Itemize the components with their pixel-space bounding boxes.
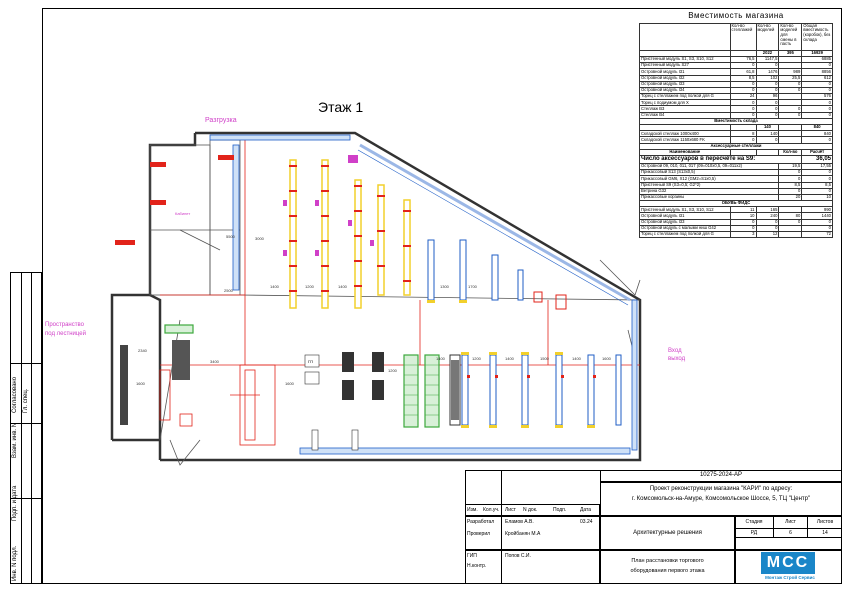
- title-block: 10275-2024-АР Проект реконструкции магаз…: [465, 470, 842, 584]
- label-unloading: Разгрузка: [205, 117, 237, 124]
- cap-cell: 12: [755, 231, 780, 239]
- dim-label: 1200: [472, 356, 482, 361]
- dim-label: 1600: [136, 381, 146, 386]
- col-ndok: N док.: [523, 507, 538, 513]
- col-data: Дата: [580, 507, 592, 513]
- name-gip: Попов С.И.: [505, 553, 531, 559]
- dim-label: 2340: [138, 348, 148, 353]
- sheets-header: Листов: [816, 519, 834, 525]
- dark-displays: [120, 340, 461, 426]
- date-developer: 03.24: [580, 519, 593, 525]
- approval-strip: Согласовано Гл. спец. Взам. инв. N Подп.…: [10, 272, 42, 584]
- role-normcontrol: Н.контр.: [467, 563, 487, 569]
- cap-head-3: Кол-во моделей для смены в пасть: [778, 22, 803, 51]
- cash-desk-area: [159, 364, 276, 446]
- island-racks-left: [283, 155, 411, 309]
- dim-label: 1500: [540, 356, 550, 361]
- dim-label: 1600: [285, 381, 295, 386]
- col-list: Лист: [505, 507, 516, 513]
- dim-label: 1200: [305, 284, 315, 289]
- capacity-title: Вместимость магазина: [688, 11, 784, 20]
- label-gp: ГП: [308, 359, 313, 364]
- green-rack-lines: [404, 364, 439, 416]
- dim-label: 3400: [210, 359, 220, 364]
- col-podp: Подп.: [553, 507, 567, 513]
- dim-label: 1400: [572, 356, 582, 361]
- acc-summary-value: 36,05: [801, 154, 833, 164]
- dim-label: 1200: [388, 368, 398, 373]
- drawing-frame: [42, 8, 842, 584]
- cap-cell: Торец с стеллажем под полкой для G: [639, 231, 731, 239]
- dim-label: 1700: [468, 284, 478, 289]
- dim-label: 1400: [270, 284, 280, 289]
- dimension-labels: 5500 2500 1400 1200 1400 3400 2340 1600 …: [136, 234, 612, 386]
- label-entrance: Вход: [668, 348, 682, 354]
- capacity-table: Вместимость магазина Кол-во стеллажей Ко…: [638, 11, 833, 239]
- sheets-value: 14: [822, 530, 828, 536]
- acc-summary-label: Число аксессуаров в пересчёте на S9:: [638, 154, 803, 164]
- doc-code: 10275-2024-АР: [699, 472, 743, 478]
- wall-shelves: [209, 134, 638, 455]
- stage-header: Стадия: [745, 519, 763, 525]
- role-developer: Разработал: [467, 519, 495, 525]
- company-logo: МСС: [761, 552, 815, 574]
- col-izm: Изм.: [467, 507, 478, 513]
- green-racks: [164, 324, 440, 428]
- cap-cell: Расчёт: [801, 148, 833, 156]
- red-legend-boxes: [115, 155, 234, 245]
- small-units: [304, 354, 359, 451]
- name-checker: Кройбанян М.А: [505, 531, 541, 537]
- cap-head-1: Кол-во стеллажей: [729, 22, 757, 51]
- cap-cell: [778, 231, 803, 239]
- role-checker: Проверил: [467, 531, 491, 537]
- dim-label: 1300: [440, 284, 450, 289]
- col-kol: Кол.уч.: [483, 507, 500, 513]
- company-name: Монтаж Строй Сервис: [765, 575, 815, 580]
- cap-head-2: Кол-во моделей: [755, 22, 780, 51]
- label-office: Кабинет: [175, 211, 190, 216]
- red-dim-lines: [160, 140, 640, 396]
- cap-cell: 3: [729, 231, 757, 239]
- sheet-value: 6: [789, 530, 792, 536]
- label-exit: выход: [668, 356, 686, 362]
- label-space: Пространство: [45, 322, 85, 328]
- dim-label: 1400: [338, 284, 348, 289]
- cap-head-4: Общая вместимость (коробок), без склада: [801, 22, 833, 51]
- dim-label: 1400: [436, 356, 446, 361]
- dim-label: 1600: [602, 356, 612, 361]
- section-name: Архитектурные решения: [633, 530, 702, 536]
- role-gip: ГИП: [467, 553, 477, 559]
- sheet-title-2: оборудования первого этажа: [630, 568, 705, 574]
- project-title: Проект реконструкции магазина "КАРИ" по …: [649, 486, 793, 492]
- floor-title: Этаж 1: [318, 99, 363, 115]
- sheet-header: Лист: [785, 519, 796, 525]
- label-under-stairs: под лестницей: [45, 330, 86, 337]
- diagonal-shelves: [357, 143, 631, 306]
- cap-cell: 72: [801, 231, 833, 239]
- project-address: г. Комсомольск-на-Амуре, Комсомольское Ш…: [631, 496, 811, 502]
- rack-markers: [467, 291, 596, 378]
- dim-label: 5500: [226, 234, 236, 239]
- cap-cell: Кол-во: [778, 148, 803, 156]
- dim-label: 1400: [505, 356, 515, 361]
- sheet-title-1: План расстановки торгового: [631, 558, 704, 564]
- name-developer: Еламов А.В.: [505, 519, 534, 525]
- rack-end-caps: [427, 300, 595, 428]
- island-racks-right: [427, 239, 622, 426]
- stage-value: РД: [750, 530, 758, 536]
- dim-label: 3000: [255, 236, 265, 241]
- dim-label: 2500: [224, 288, 234, 293]
